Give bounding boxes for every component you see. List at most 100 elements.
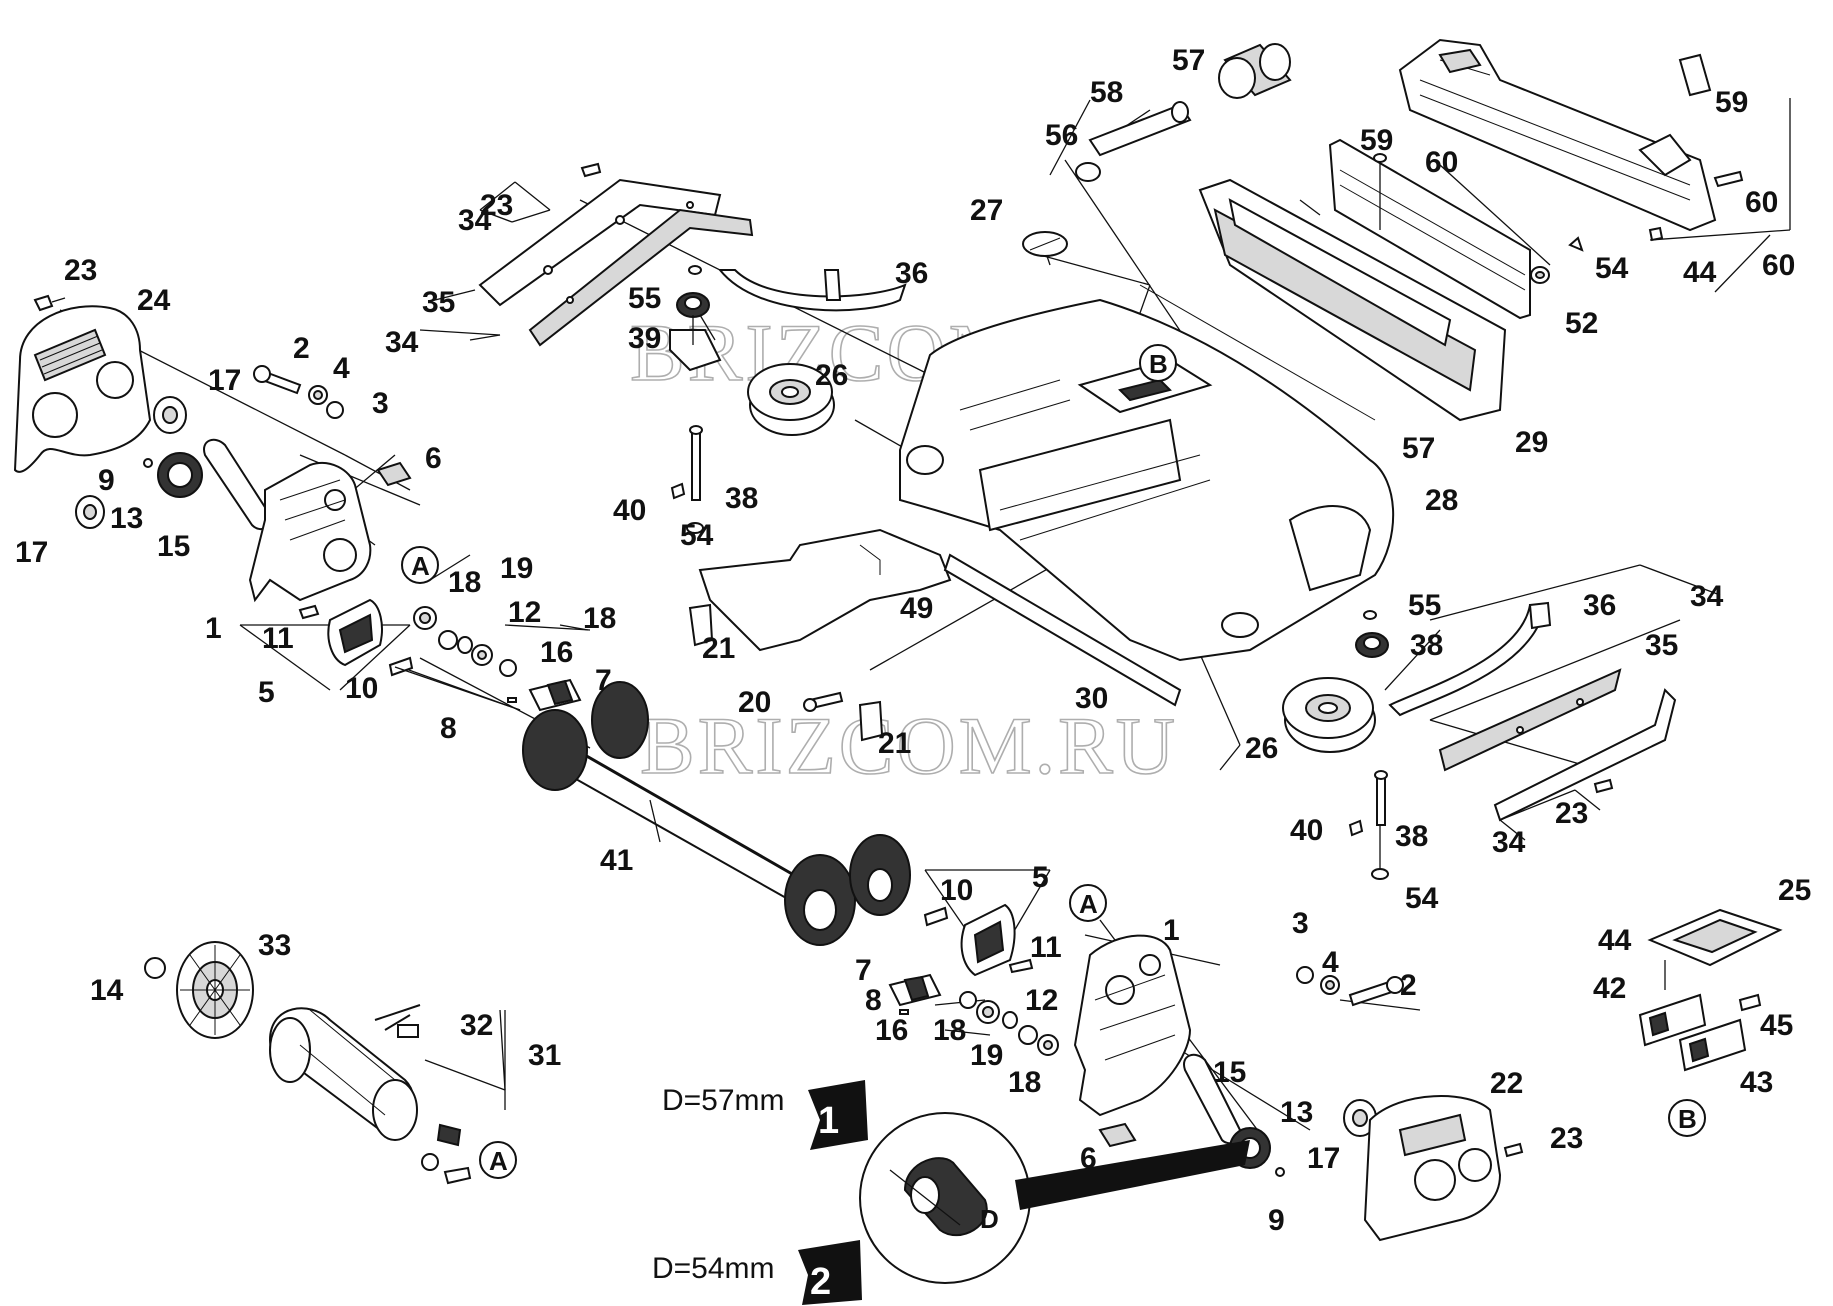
part-5-cover [960,903,1016,977]
part-31-motor-fasteners [421,1153,472,1185]
part-label: 57 [1172,44,1205,77]
part-45-fuse [1738,993,1762,1012]
part-57-seal [1139,284,1376,421]
brush-variant-1: D=57mm 1 [662,1080,868,1150]
part-label: 4 [1322,946,1339,979]
part-label: 17 [208,364,241,397]
part-label: 54 [1595,252,1629,285]
part-28-main-housing [899,298,1395,662]
part-label: 10 [345,672,378,705]
brush-variant-badge: 1 [818,1100,839,1142]
part-37-bracket [1388,601,1552,717]
part-label: 1 [1163,914,1180,947]
part-label: 7 [855,954,872,987]
part-label: 21 [702,632,735,665]
part-32-connector [397,1024,419,1038]
part-label: 21 [878,727,911,760]
leader-lines [59,98,1791,1141]
part-label: 55 [628,282,661,315]
part-50-screw [1373,153,1387,230]
part-53-spring [1568,236,1584,252]
svg-text:B: B [1149,349,1168,379]
part-52-washer [1530,266,1550,284]
part-label: 54 [680,519,714,552]
brush-variant-dimension: D=57mm [662,1084,785,1117]
part-27-cap [1022,231,1068,257]
part-label: 42 [1593,972,1626,1005]
part-9-pin [143,458,153,468]
part-label: 8 [440,712,457,745]
part-label: 18 [583,602,616,635]
part-label: 24 [137,284,171,317]
part-23-screw [1503,1142,1524,1158]
part-label: 2 [293,332,310,365]
part-label: 15 [1213,1056,1246,1089]
part-label: 10 [940,874,973,907]
part-label: 23 [1550,1122,1583,1155]
part-33-fan [176,941,254,1039]
part-24-left-cover [13,305,152,473]
part-41-brush-roller [522,681,911,946]
part-label: 44 [1598,924,1632,957]
part-15-belt [203,438,273,531]
part-label: 38 [1410,629,1443,662]
part-13-gear [157,452,203,498]
part-label: 40 [1290,814,1323,847]
part-label: 26 [1245,732,1278,765]
part-31-motor [268,1004,421,1141]
part-label: 11 [1030,931,1062,964]
part-1-gear-housing [248,462,372,603]
part-label: 32 [460,1009,493,1042]
part-11-screw [1008,958,1034,974]
part-label: 38 [725,482,758,515]
part-label: 12 [1025,984,1058,1017]
part-9-pin [1275,1167,1285,1177]
brush-variant-badge: 2 [810,1261,831,1303]
part-label: 12 [508,596,541,629]
part-18-bearing [976,1000,1000,1024]
part-60-handle-frame [1398,38,1717,232]
part-label: 56 [1045,119,1078,152]
part-55-nut [1363,610,1377,620]
callout-a: A [479,1141,517,1179]
part-7-coupling [888,973,942,1007]
part-label: 9 [98,464,115,497]
part-label: 34 [1690,580,1724,613]
part-label: 44 [1683,256,1717,289]
part-1-gear-housing [1073,934,1192,1117]
callout-a: A [401,546,439,584]
part-4-washer [1320,975,1340,995]
part-label: 36 [1583,589,1616,622]
part-label: 11 [262,622,294,655]
part-label: 58 [1090,76,1123,109]
part-label: 31 [528,1039,561,1072]
part-59-screw [1713,170,1744,188]
part-label: 26 [815,359,848,392]
part-2-bolt [1348,976,1404,1007]
part-44-screw [1648,226,1664,242]
part-38-pivot-pin [1374,770,1388,826]
part-label: 6 [1080,1142,1097,1175]
callout-b: B [1139,344,1177,382]
part-34-35-side-rail [1438,668,1677,822]
part-18-bearing [1037,1034,1059,1056]
part-label: 4 [333,352,350,385]
part-label: 27 [970,194,1003,227]
part-label: 33 [258,929,291,962]
part-label: 30 [1075,682,1108,715]
part-23-screw [580,162,602,178]
brush-variant-2: D=54mm 2 [652,1240,862,1305]
part-label: 19 [500,552,533,585]
part-3-washer [326,401,344,419]
part-label: 39 [628,322,661,355]
part-25-cover [1647,908,1783,967]
brush-detail-view: D [859,1112,1250,1284]
part-label: 60 [1425,146,1458,179]
part-49-plate [698,528,952,652]
part-39-knob [676,292,710,345]
part-17-cam [75,495,105,529]
part-2-bolt [253,365,302,395]
part-label: 29 [1515,426,1548,459]
part-21-bracket [688,603,714,647]
part-8-key [507,697,517,703]
